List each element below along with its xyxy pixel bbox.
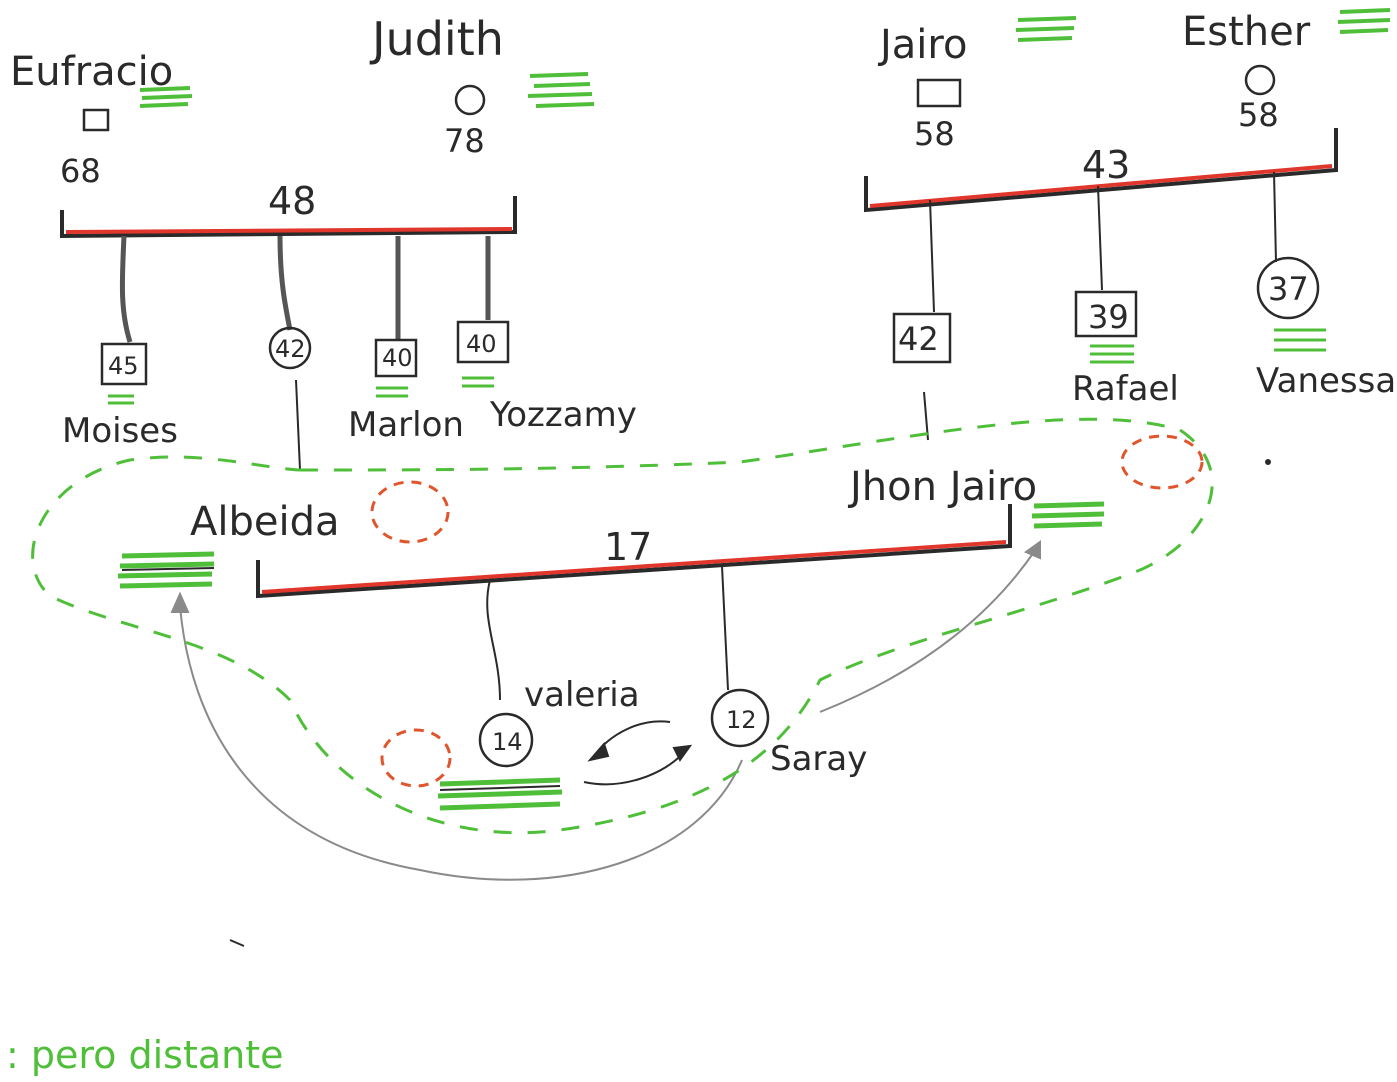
- rafael-relation-marks: [1090, 344, 1134, 364]
- esther-relation-marks: [1337, 8, 1391, 34]
- jhon-jairo-name: Jhon Jairo: [847, 464, 1037, 510]
- jairo-name: Jairo: [877, 22, 967, 68]
- female-symbol: [268, 326, 312, 370]
- saray-name: Saray: [770, 739, 867, 779]
- union-years-label: 17: [604, 525, 652, 569]
- male-symbol: [1074, 290, 1138, 338]
- eufracio-relation-marks: [139, 86, 193, 108]
- female-symbol: [478, 712, 534, 768]
- moises-age: 45: [108, 352, 139, 380]
- person-saray: 12 Saray: [710, 688, 867, 779]
- relation-arrows: [170, 540, 1041, 881]
- children-lines-gen3: [486, 565, 729, 701]
- union-eufracio-judith: 48: [60, 179, 517, 239]
- rafael-name: Rafael: [1072, 369, 1179, 409]
- jairo-relation-marks: [1015, 16, 1077, 42]
- stray-marks: [229, 459, 1271, 947]
- albeida-name: Albeida: [190, 499, 340, 545]
- moises-relation-marks: [108, 394, 134, 405]
- union-jairo-esther: 43: [864, 128, 1338, 213]
- male-symbol: [916, 78, 962, 108]
- vanessa-age: 37: [1268, 270, 1309, 308]
- conflict-marker: [380, 728, 452, 788]
- jairo-age: 58: [914, 115, 955, 153]
- valeria-name: valeria: [524, 675, 640, 715]
- marlon-name: Marlon: [348, 405, 464, 445]
- conflict-marker: [370, 480, 450, 544]
- male-symbol: [82, 108, 110, 132]
- vanessa-name: Vanessa: [1256, 361, 1396, 401]
- moises-name: Moises: [62, 411, 178, 451]
- union-years-label: 43: [1082, 143, 1130, 187]
- female-symbol: [456, 320, 510, 364]
- person-marlon: 40 Marlon: [348, 338, 464, 445]
- yozzamy-relation-marks: [462, 376, 494, 388]
- albeida-relation-marks: [117, 551, 215, 589]
- jhon-jairo-relation-marks: [1031, 501, 1105, 529]
- household-boundary: [31, 417, 1214, 835]
- valeria-relation-marks: [437, 777, 563, 811]
- person-jhon-jairo: 42 Jhon Jairo: [847, 312, 1204, 529]
- person-albeida: 42 Albeida: [117, 326, 450, 589]
- sibling-conflict-arrows: [583, 720, 693, 786]
- female-symbol: [710, 688, 770, 748]
- eufracio-name: Eufracio: [10, 49, 173, 95]
- saray-age: 12: [726, 706, 757, 734]
- marlon-age: 40: [382, 344, 413, 372]
- female-symbol: [1256, 256, 1320, 320]
- female-symbol: [1244, 64, 1276, 96]
- union-years-label: 48: [268, 179, 316, 223]
- male-symbol: [374, 338, 418, 378]
- judith-age: 78: [444, 122, 485, 160]
- judith-relation-marks: [527, 72, 595, 108]
- judith-name: Judith: [369, 12, 504, 66]
- valeria-age: 14: [492, 728, 523, 756]
- male-symbol: [100, 342, 148, 386]
- children-lines-right: [929, 171, 1277, 313]
- person-esther: Esther 58: [1182, 8, 1391, 134]
- female-symbol: [454, 84, 486, 116]
- esther-name: Esther: [1182, 9, 1311, 55]
- legend-distant-note: : pero distante: [6, 1033, 284, 1077]
- jhon-jairo-age: 42: [898, 320, 939, 358]
- person-eufracio: Eufracio 68: [10, 49, 193, 190]
- yozzamy-age: 40: [466, 330, 497, 358]
- albeida-age: 42: [275, 335, 306, 363]
- vanessa-relation-marks: [1274, 328, 1326, 352]
- conflict-marker: [1120, 434, 1204, 490]
- union-albeida-jhon-jairo: 17: [256, 504, 1012, 599]
- children-lines-left: [119, 235, 491, 343]
- yozzamy-name: Yozzamy: [489, 395, 637, 435]
- esther-age: 58: [1238, 96, 1279, 134]
- person-jairo: Jairo 58: [877, 16, 1077, 153]
- person-rafael: 39 Rafael: [1072, 290, 1179, 409]
- marlon-relation-marks: [376, 386, 408, 398]
- person-vanessa: 37 Vanessa: [1256, 256, 1396, 401]
- person-moises: 45 Moises: [62, 342, 178, 451]
- person-yozzamy: 40 Yozzamy: [456, 320, 637, 435]
- male-symbol: [892, 312, 952, 364]
- person-valeria: 14 valeria: [380, 675, 640, 811]
- rafael-age: 39: [1088, 298, 1129, 336]
- person-judith: Judith 78: [369, 12, 595, 160]
- eufracio-age: 68: [60, 152, 101, 190]
